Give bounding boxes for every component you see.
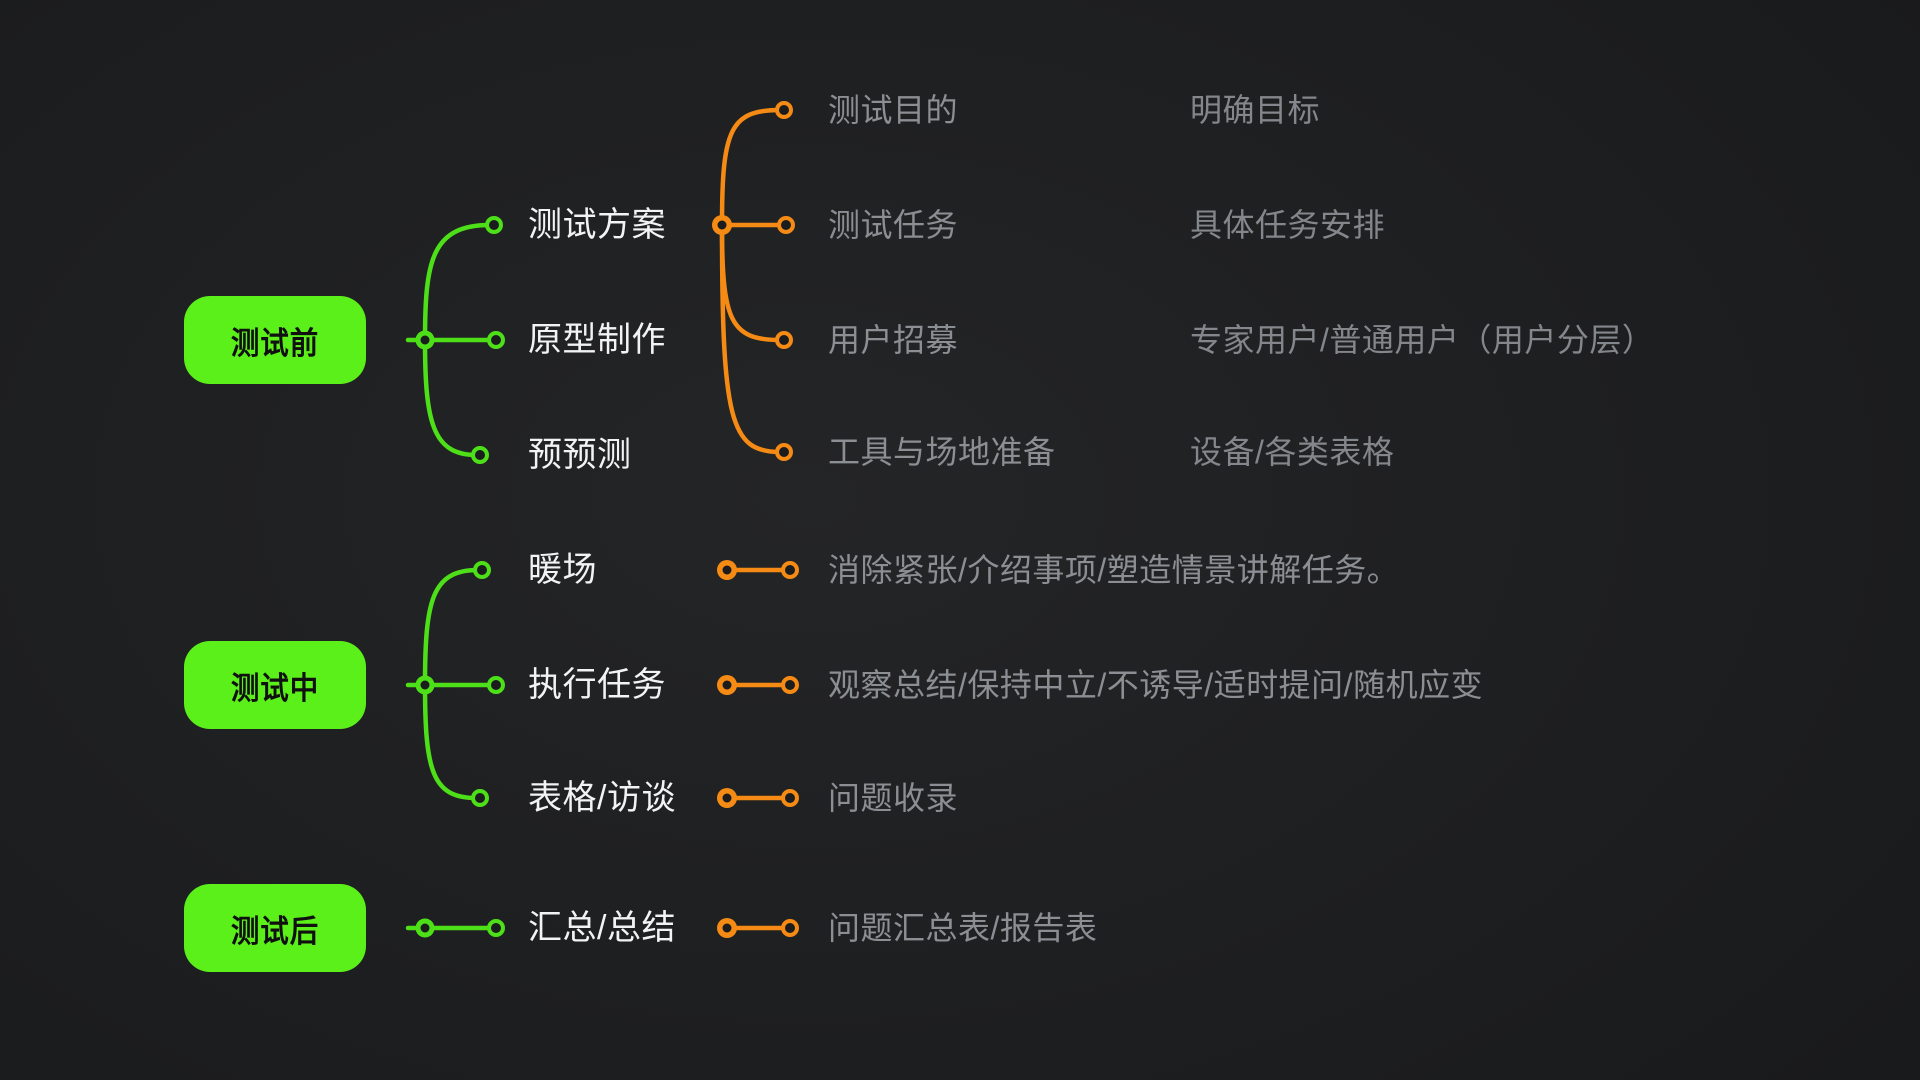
leaf-user-recruit[interactable]: 用户招募	[828, 322, 958, 358]
branch-forms-interview[interactable]: 表格/访谈	[528, 779, 676, 817]
detail-clear-goal[interactable]: 明确目标	[1190, 92, 1320, 128]
branch-prototype[interactable]: 原型制作	[528, 321, 666, 359]
leaf-execute-detail-label: 观察总结/保持中立/不诱导/适时提问/随机应变	[828, 667, 1484, 703]
orange-nodes-after	[717, 918, 799, 938]
branch-warmup-label: 暖场	[528, 551, 597, 589]
root-node-before[interactable]: 测试前	[184, 296, 366, 384]
green-nodes-before	[415, 216, 505, 464]
orange-nodes-during	[717, 560, 799, 808]
branch-prototype-label: 原型制作	[528, 321, 666, 359]
leaf-execute-detail[interactable]: 观察总结/保持中立/不诱导/适时提问/随机应变	[828, 667, 1483, 703]
root-node-after-label: 测试后	[230, 913, 320, 950]
branch-warmup[interactable]: 暖场	[528, 551, 597, 589]
branch-pretest[interactable]: 预预测	[528, 436, 632, 474]
leaf-issue-collection-label: 问题收录	[828, 780, 959, 816]
detail-equipment-forms[interactable]: 设备/各类表格	[1190, 434, 1394, 470]
branch-summary-label: 汇总/总结	[528, 909, 676, 947]
leaf-tools-venue-label: 工具与场地准备	[828, 434, 1056, 470]
root-node-after[interactable]: 测试后	[184, 884, 366, 972]
detail-user-stratification-label: 专家用户/普通用户（用户分层）	[1190, 322, 1655, 358]
leaf-test-purpose[interactable]: 测试目的	[828, 92, 958, 128]
leaf-issue-collection[interactable]: 问题收录	[828, 780, 958, 816]
leaf-warmup-detail[interactable]: 消除紧张/介绍事项/塑造情景讲解任务。	[828, 552, 1399, 588]
detail-task-arrangement-label: 具体任务安排	[1190, 207, 1386, 243]
branch-test-scheme-label: 测试方案	[528, 206, 666, 244]
branch-forms-interview-label: 表格/访谈	[528, 779, 676, 817]
leaf-warmup-detail-label: 消除紧张/介绍事项/塑造情景讲解任务。	[828, 552, 1400, 588]
leaf-user-recruit-label: 用户招募	[828, 322, 959, 358]
leaf-summary-report-label: 问题汇总表/报告表	[828, 910, 1098, 946]
branch-summary[interactable]: 汇总/总结	[528, 909, 676, 947]
leaf-test-task-label: 测试任务	[828, 207, 959, 243]
branch-execute-task-label: 执行任务	[528, 666, 666, 704]
branch-pretest-label: 预预测	[528, 436, 632, 474]
detail-user-stratification[interactable]: 专家用户/普通用户（用户分层）	[1190, 322, 1654, 358]
leaf-test-task[interactable]: 测试任务	[828, 207, 958, 243]
orange-branch-scheme	[719, 107, 785, 455]
green-nodes-after	[415, 918, 505, 938]
orange-nodes-scheme	[712, 101, 795, 461]
leaf-tools-venue[interactable]: 工具与场地准备	[828, 434, 1056, 470]
detail-task-arrangement[interactable]: 具体任务安排	[1190, 207, 1385, 243]
branch-execute-task[interactable]: 执行任务	[528, 666, 666, 704]
root-node-during[interactable]: 测试中	[184, 641, 366, 729]
detail-equipment-forms-label: 设备/各类表格	[1190, 434, 1395, 470]
leaf-test-purpose-label: 测试目的	[828, 92, 959, 128]
branch-test-scheme[interactable]: 测试方案	[528, 206, 666, 244]
green-nodes-during	[415, 561, 505, 807]
detail-clear-goal-label: 明确目标	[1190, 92, 1321, 128]
root-node-before-label: 测试前	[230, 325, 320, 362]
leaf-summary-report[interactable]: 问题汇总表/报告表	[828, 910, 1097, 946]
root-node-during-label: 测试中	[230, 670, 320, 707]
